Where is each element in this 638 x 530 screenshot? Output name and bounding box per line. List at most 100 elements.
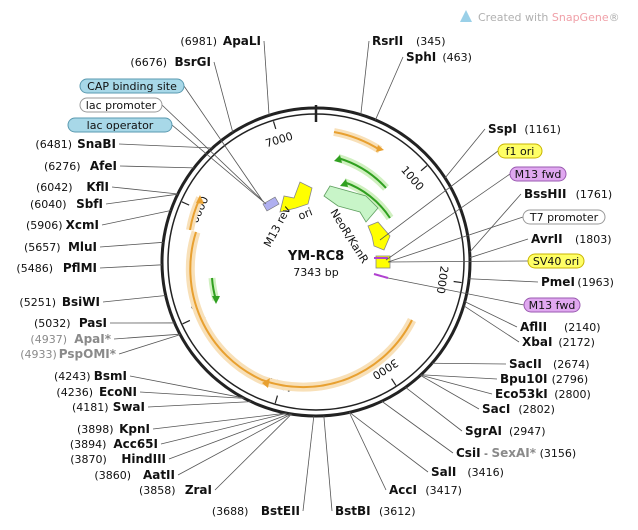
credit-prefix: Created with (478, 11, 552, 24)
feature-box: f1 ori (497, 143, 543, 159)
site-position: (463) (442, 51, 472, 64)
site-name: BsmI (94, 369, 127, 383)
site-position: (2140) (564, 321, 601, 334)
site-position: (1761) (576, 188, 613, 201)
leader-line (348, 412, 387, 491)
feature-box-text: CAP binding site (87, 80, 177, 93)
leader-line (113, 333, 181, 340)
leader-line (214, 413, 292, 491)
leader-line (213, 61, 234, 133)
snapgene-logo-icon (460, 10, 472, 22)
site-position: (2947) (509, 425, 546, 438)
site-name: SacI (482, 402, 510, 416)
leader-line (111, 186, 178, 195)
site-name: MluI (68, 240, 97, 254)
feature-box: SV40 ori (527, 253, 585, 269)
site-position: (5032) (34, 317, 71, 330)
feature-box-bg (522, 209, 606, 225)
site-position: (2800) (554, 388, 591, 401)
leader-line (119, 165, 195, 169)
site-position: (2172) (558, 336, 595, 349)
site-name: SbfI (76, 197, 103, 211)
leader-line (387, 260, 529, 263)
site-name: SwaI (113, 400, 145, 414)
site-name: Acc65I (113, 437, 158, 451)
feature-box: M13 fwd (509, 166, 567, 182)
plasmid-size: 7343 bp (293, 266, 338, 279)
m13-fwd-mark (373, 273, 389, 279)
feature-box-bg (523, 297, 581, 313)
site-position: (1161) (524, 123, 561, 136)
site-name: HindIII (121, 452, 166, 466)
f1-ori-arrow (367, 221, 391, 251)
site-position: (1963) (577, 276, 614, 289)
feature-box: lac promoter (79, 97, 163, 113)
feature-box: lac operator (67, 117, 173, 133)
site-name: SphI (406, 50, 436, 64)
ori-arrow (279, 181, 313, 213)
backbone (160, 105, 472, 418)
site-name: BstEII (261, 504, 300, 518)
leader-line (360, 40, 370, 115)
site-name: AccI (389, 483, 417, 497)
ring-tick (391, 378, 397, 386)
site-name: PmeI (541, 275, 575, 289)
feature-box-bg (79, 78, 185, 94)
site-position: (2802) (518, 403, 555, 416)
leader-line (381, 400, 454, 454)
orf-arc-top (333, 128, 383, 154)
site-position: (6481) (35, 138, 72, 151)
site-name: RsrII (372, 34, 403, 48)
leader-line (183, 85, 263, 201)
leader-line (444, 128, 486, 179)
ring-tick (420, 165, 428, 172)
m13-rev-block (262, 196, 280, 212)
site-position: (2796) (552, 373, 589, 386)
feature-box-bg (497, 143, 543, 159)
site-name: BsrGI (174, 55, 211, 69)
leader-line (168, 413, 291, 460)
feature-box: CAP binding site (79, 78, 185, 94)
site-name: AflII (520, 320, 547, 334)
leader-line (349, 412, 429, 473)
site-position: (3894) (70, 438, 107, 451)
site-name: SalI (431, 465, 456, 479)
leader-line (469, 238, 529, 259)
site-position: (3898) (77, 423, 114, 436)
site-name: KpnI (119, 422, 150, 436)
site-position: (345) (416, 35, 446, 48)
site-name: EcoNI (99, 385, 137, 399)
ring-tick (453, 280, 462, 284)
site-position: (2674) (553, 358, 590, 371)
leader-line (469, 193, 522, 253)
ring-tick (182, 319, 191, 325)
site-position: (4937) (30, 333, 67, 346)
feature-box-labels: CAP binding site lac promoter lac operator… (67, 78, 606, 313)
site-name: XbaI (522, 335, 552, 349)
feature-box-text: M13 fwd (515, 168, 562, 181)
leader-line (385, 173, 511, 261)
feature-box-text: lac promoter (86, 99, 157, 112)
leader-line (463, 305, 520, 343)
leader-line (379, 150, 499, 241)
site-position: (5486) (16, 262, 53, 275)
site-position: (4236) (56, 386, 93, 399)
leader-line (105, 193, 178, 205)
feature-box-text: M13 fwd (529, 299, 576, 312)
site-name: SgrAI (465, 424, 502, 438)
credit-brand: SnapGene (552, 11, 609, 24)
leader-line (405, 387, 463, 432)
site-name: PspOMI* (59, 347, 117, 361)
leader-line (464, 301, 518, 328)
site-name: AvrII (531, 232, 563, 246)
leader-line (102, 295, 166, 303)
site-name: AfeI (90, 159, 117, 173)
site-position: (3417) (425, 484, 462, 497)
leader-line (160, 412, 287, 445)
leader-line (302, 415, 315, 512)
site-name: BssHII (524, 187, 566, 201)
feature-arrows (262, 181, 391, 279)
neor-kanr-arrow (323, 185, 379, 223)
ori-label: ori (296, 205, 314, 222)
